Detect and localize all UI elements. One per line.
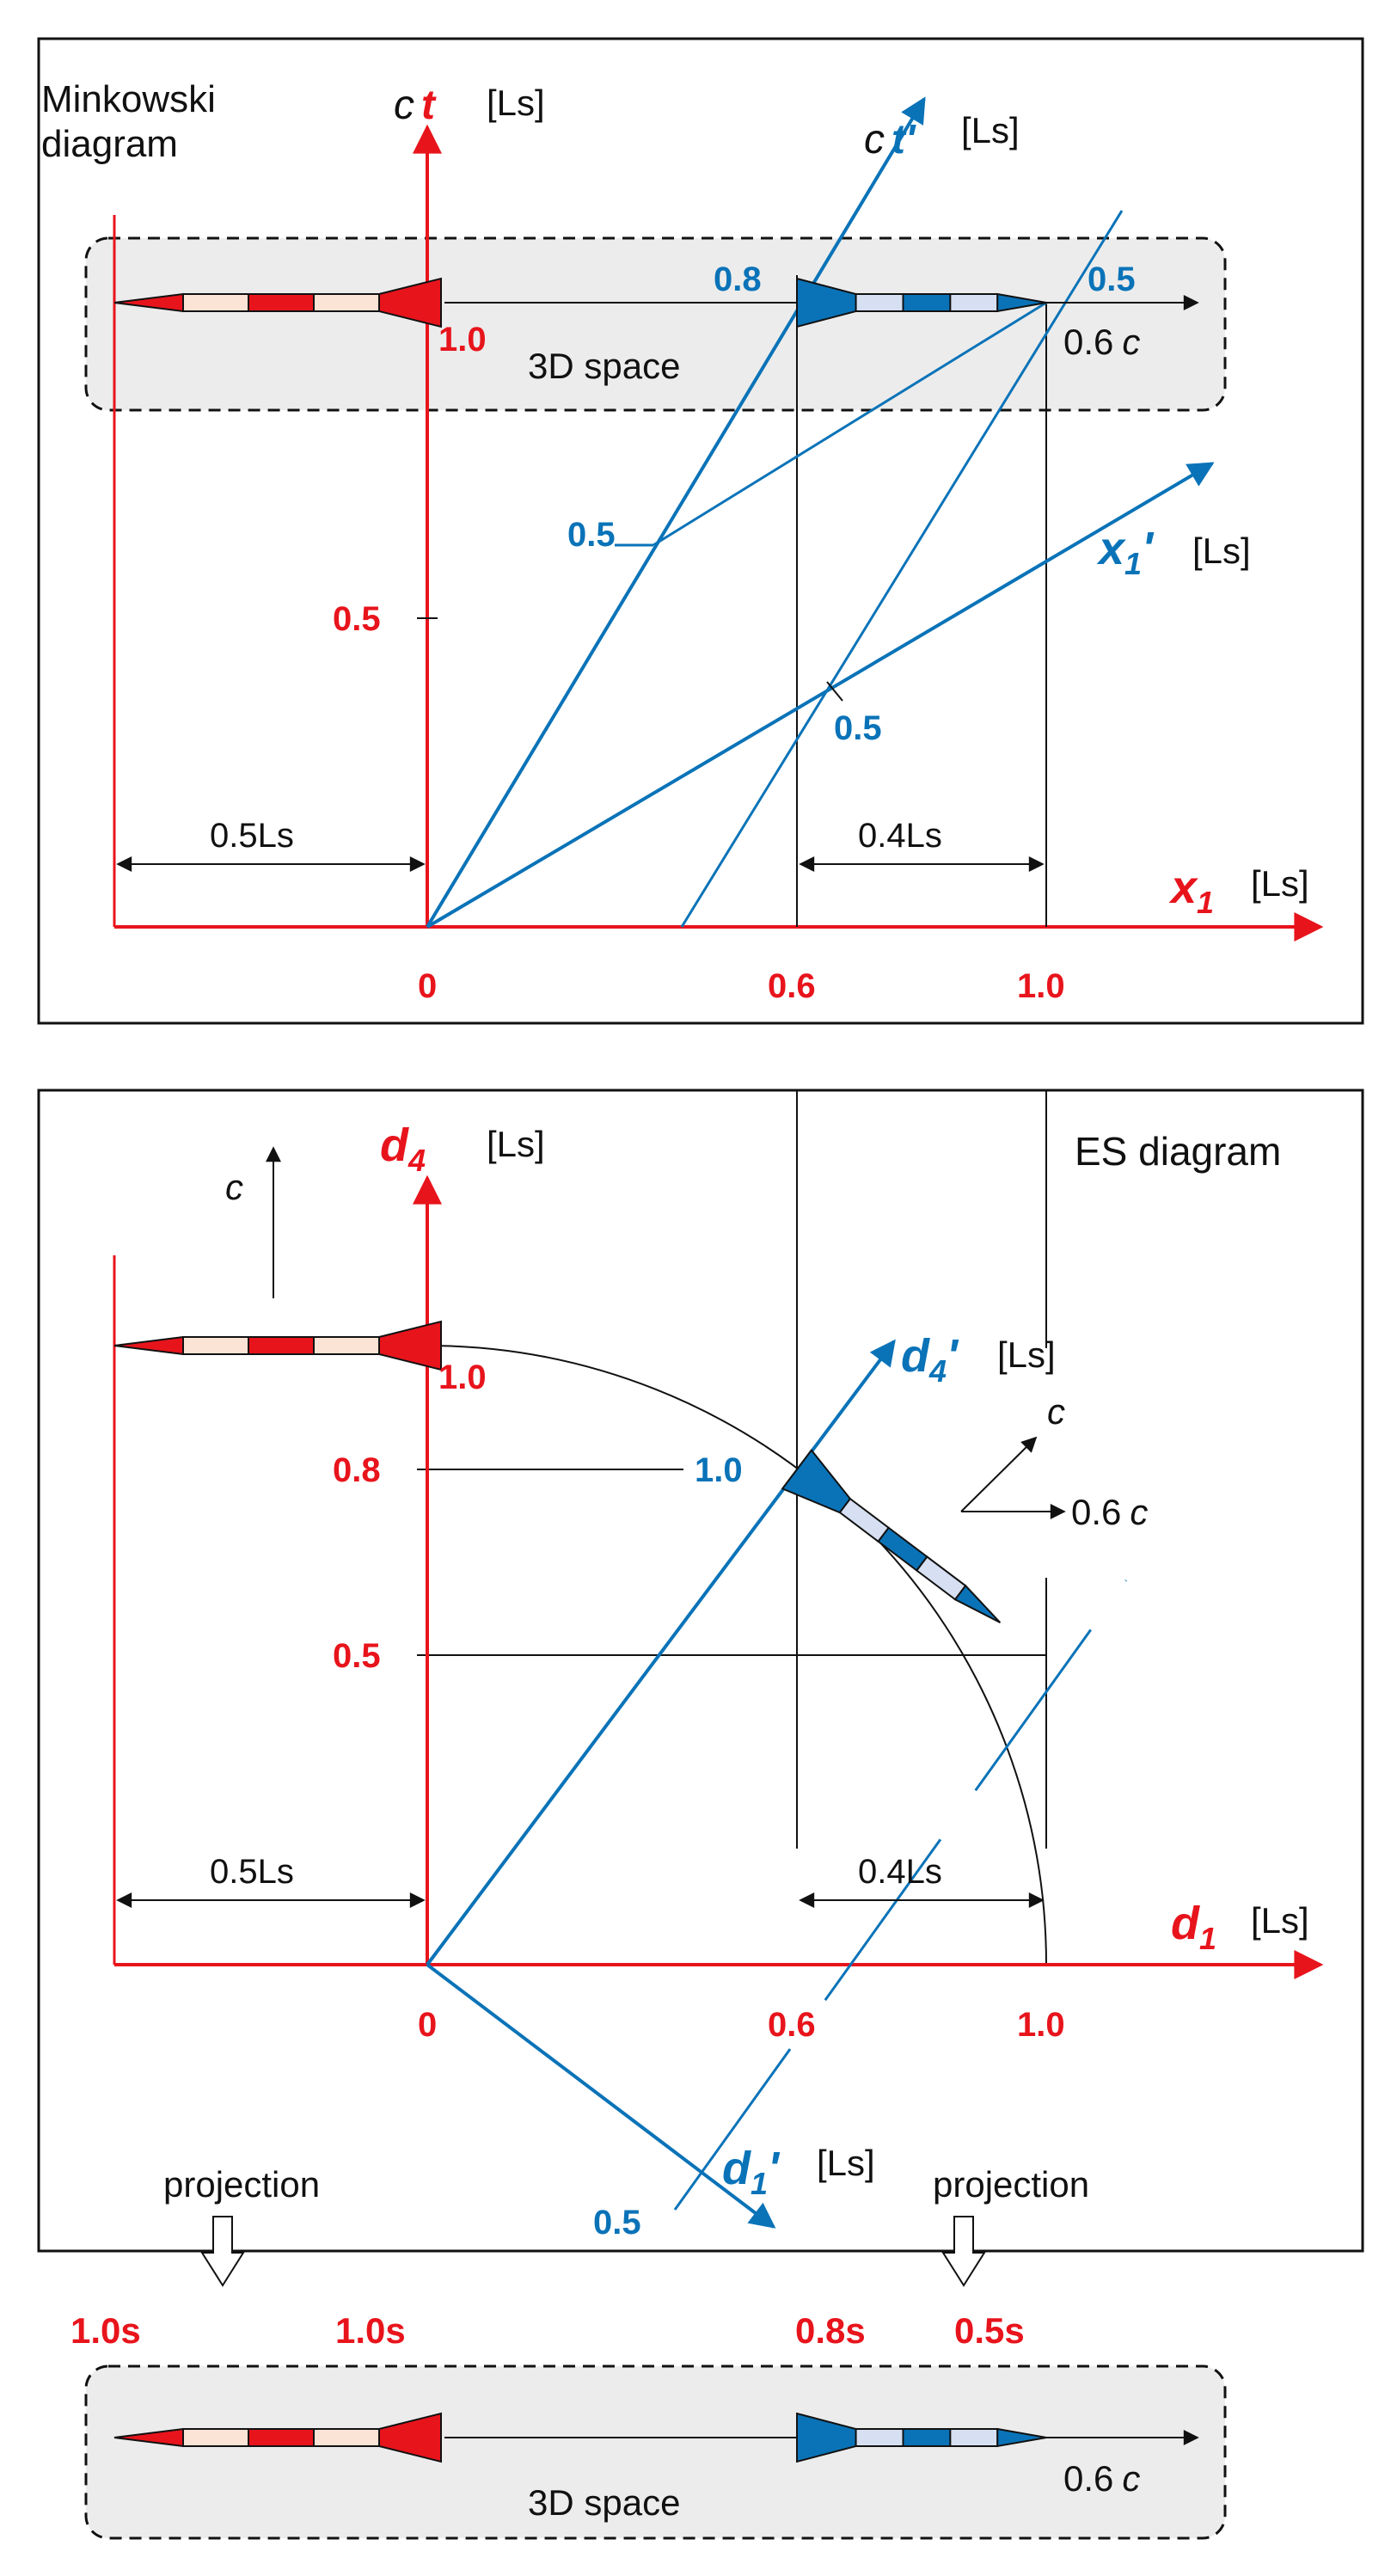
- d1-prime-offset-line: [673, 1579, 1128, 2211]
- ct-axis-unit: [Ls]: [487, 83, 545, 123]
- d4p-tick-1-0: 1.0: [695, 1451, 743, 1489]
- x-tick-0: 0: [418, 967, 437, 1005]
- d-tick-1-0: 1.0: [1017, 2006, 1065, 2044]
- d4-axis-label: d4: [380, 1119, 426, 1178]
- xp-tick-0-5: 0.5: [834, 709, 882, 747]
- dim-right-top-label: 0.4Ls: [858, 817, 942, 855]
- d4-axis-unit: [Ls]: [487, 1124, 545, 1164]
- x-tick-0-6: 0.6: [768, 967, 816, 1005]
- time-blue-head: 0.5s: [954, 2310, 1025, 2351]
- d1-prime-axis-label: d1': [722, 2143, 781, 2201]
- tp-tick-0-5-top: 0.5: [1088, 261, 1136, 298]
- d-tick-0-6: 0.6: [768, 2006, 816, 2044]
- time-blue-tail: 0.8s: [795, 2310, 866, 2351]
- t-tick-0-5: 0.5: [333, 600, 381, 638]
- minkowski-title-2: diagram: [41, 123, 178, 165]
- projection-label-right: projection: [933, 2164, 1089, 2205]
- time-red-tail: 1.0s: [70, 2310, 141, 2351]
- d1-axis-label: d1: [1171, 1898, 1216, 1956]
- x1-axis-label: x1: [1168, 862, 1214, 920]
- space-label-top: 3D space: [528, 346, 680, 386]
- es-title: ES diagram: [1075, 1129, 1281, 1174]
- rocket-tick-1-0: 1.0: [438, 1359, 487, 1396]
- d4-prime-axis-label: d4': [901, 1330, 959, 1389]
- space-box-bottom: [84, 2364, 1227, 2540]
- d4-prime-axis-unit: [Ls]: [997, 1334, 1056, 1375]
- space-label-bottom: 3D space: [528, 2482, 680, 2523]
- d4-tick-0-5: 0.5: [333, 1637, 381, 1675]
- c-arrow-label: c: [225, 1167, 243, 1207]
- d4-tick-0-8: 0.8: [333, 1451, 381, 1489]
- tp-tick-0-8: 0.8: [714, 261, 762, 298]
- dim-right-es-label: 0.4Ls: [858, 1853, 942, 1891]
- tp-tick-0-5: 0.5: [567, 516, 616, 554]
- velocity-c-label: c: [1047, 1391, 1065, 1432]
- x-tick-1-0: 1.0: [1017, 967, 1065, 1005]
- dim-left-top-label: 0.5Ls: [210, 817, 294, 855]
- ct-prime-axis-unit: [Ls]: [961, 110, 1020, 150]
- x1-prime-axis: [426, 462, 1215, 929]
- c-arrow-diag: [960, 1436, 1038, 1512]
- blue-tail-worldline: [680, 210, 1124, 928]
- d1p-tick-0-5: 0.5: [593, 2204, 641, 2242]
- d1-prime-axis-unit: [Ls]: [817, 2143, 875, 2183]
- d1-prime-axis: [426, 1963, 776, 2229]
- d-tick-0: 0: [418, 2006, 437, 2044]
- t-tick-1-0: 1.0: [438, 321, 487, 359]
- d4-prime-axis: [426, 1339, 896, 1966]
- dim-left-es-label: 0.5Ls: [210, 1853, 294, 1891]
- xp-tick-pointer: [826, 681, 843, 702]
- minkowski-panel-frame: [37, 37, 1364, 1025]
- x1-axis-unit: [Ls]: [1251, 863, 1309, 904]
- x1-prime-axis-unit: [Ls]: [1192, 531, 1251, 571]
- d1-axis-unit: [Ls]: [1251, 1900, 1309, 1941]
- time-red-head: 1.0s: [335, 2310, 406, 2351]
- ct-prime-axis: [426, 96, 926, 929]
- simultaneity-line: [653, 301, 1047, 547]
- blue-rocket-es: [781, 1449, 1016, 1643]
- projection-label-left: projection: [163, 2164, 320, 2205]
- projection-arrow-right: [941, 2216, 986, 2287]
- x1-prime-axis-label: x1': [1096, 523, 1155, 581]
- red-rocket-es: [113, 1321, 442, 1371]
- projection-arrow-left: [200, 2216, 245, 2287]
- minkowski-title-1: Minkowski: [41, 78, 216, 120]
- es-panel-frame: [37, 1089, 1364, 2253]
